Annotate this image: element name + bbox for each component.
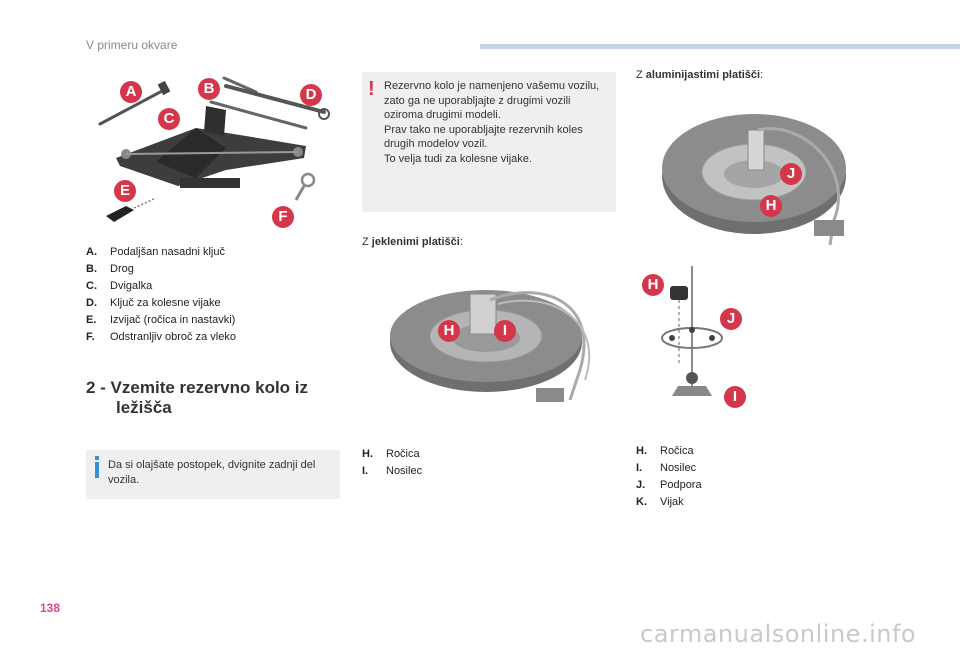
- alu-wheel-illustration: [662, 114, 846, 246]
- info-text: Da si olajšate postopek, dvignite zadnji…: [108, 459, 316, 486]
- alu-list: H.Ročica I.Nosilec J.Podpora K.Vijak: [636, 443, 836, 511]
- list-item: J.Podpora: [636, 479, 702, 491]
- list-item: B.Drog: [86, 263, 134, 275]
- badge-e: E: [114, 180, 136, 202]
- list-item: H.Ročica: [636, 445, 694, 457]
- page-number: 138: [40, 601, 61, 615]
- list-item: D.Ključ za kolesne vijake: [86, 297, 221, 309]
- alu-subheading: Z aluminijastimi platišči:: [636, 69, 764, 81]
- badge-alu-i: I: [724, 386, 746, 408]
- steel-list: H.Ročica I.Nosilec: [362, 446, 562, 480]
- list-item: I.Nosilec: [636, 462, 697, 474]
- badge-steel-h: H: [438, 320, 460, 342]
- step-heading-line2: ležišča: [116, 398, 172, 417]
- badge-steel-i: I: [494, 320, 516, 342]
- warning-icon: !: [368, 78, 375, 100]
- badge-alu-h2: H: [642, 274, 664, 296]
- badge-d: D: [300, 84, 322, 106]
- tools-illustration: [98, 76, 330, 222]
- list-item: F.Odstranljiv obroč za vleko: [86, 331, 236, 343]
- warning-box: ! Rezervno kolo je namenjeno vašemu vozi…: [362, 72, 616, 212]
- step-heading-line1: 2 - Vzemite rezervno kolo iz: [86, 378, 309, 397]
- alu-wheel-figure: J H: [654, 100, 869, 260]
- badge-b: B: [198, 78, 220, 100]
- badge-f: F: [272, 206, 294, 228]
- step-heading: 2 - Vzemite rezervno kolo iz ležišča: [86, 378, 346, 418]
- exploded-illustration: [661, 266, 723, 396]
- badge-alu-j: J: [780, 163, 802, 185]
- badge-alu-j2: J: [720, 308, 742, 330]
- section-title: V primeru okvare: [86, 38, 178, 52]
- info-icon: [95, 456, 99, 478]
- list-item: I.Nosilec: [362, 465, 423, 477]
- steel-wheel-illustration: [390, 290, 591, 402]
- header-bar: [480, 44, 960, 49]
- badge-c: C: [158, 108, 180, 130]
- badge-alu-h: H: [760, 195, 782, 217]
- tools-figure: A B D C E F: [86, 66, 340, 236]
- list-item: C.Dvigalka: [86, 280, 153, 292]
- info-box: Da si olajšate postopek, dvignite zadnji…: [86, 450, 340, 499]
- steel-wheel-figure: H I: [380, 260, 610, 430]
- list-item: A.Podaljšan nasadni ključ: [86, 246, 225, 258]
- warning-text: Rezervno kolo je namenjeno vašemu vozilu…: [384, 80, 600, 165]
- badge-a: A: [120, 81, 142, 103]
- parts-list: A.Podaljšan nasadni ključ B.Drog C.Dviga…: [86, 244, 340, 346]
- list-item: K.Vijak: [636, 496, 684, 508]
- list-item: H.Ročica: [362, 448, 420, 460]
- watermark: carmanualsonline.info: [640, 620, 917, 648]
- steel-subheading: Z jeklenimi platišči:: [362, 236, 463, 248]
- list-item: E.Izvijač (ročica in nastavki): [86, 314, 236, 326]
- exploded-figure: H J I: [636, 266, 766, 416]
